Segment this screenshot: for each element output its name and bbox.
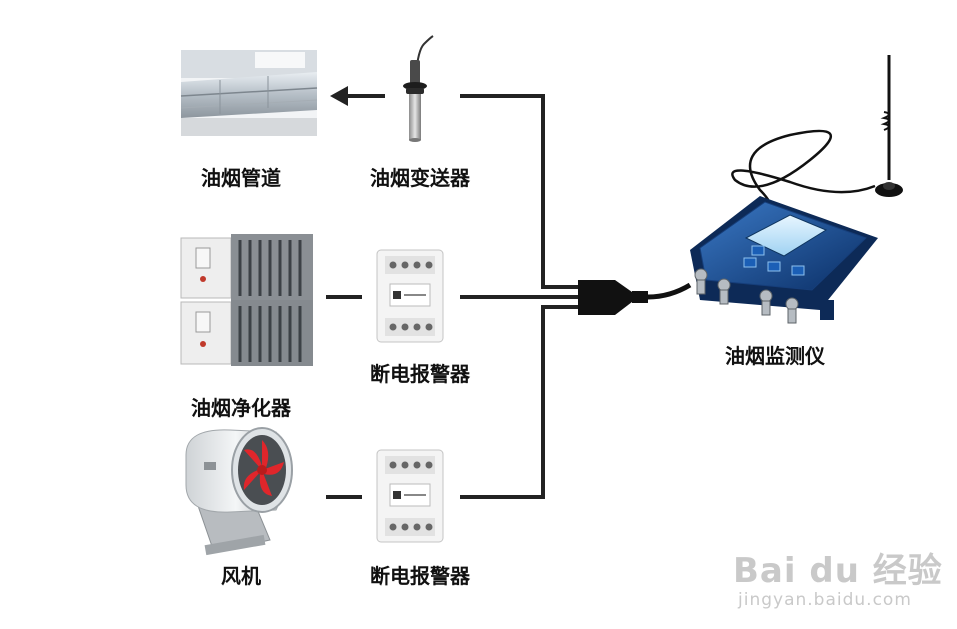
arrow-left-icon [330, 86, 385, 106]
connection-wires [326, 94, 578, 499]
label-power-off-alarm-2: 断电报警器 [370, 564, 470, 588]
oil-smoke-duct-image [180, 50, 318, 136]
label-oil-smoke-purifier: 油烟净化器 [191, 396, 291, 420]
baidu-watermark-url: jingyan.baidu.com [738, 590, 912, 610]
baidu-watermark: Bai du 经验 [733, 551, 943, 591]
label-power-off-alarm-1: 断电报警器 [370, 362, 470, 386]
label-fan: 风机 [221, 564, 261, 588]
label-oil-smoke-duct: 油烟管道 [201, 166, 281, 190]
label-oil-smoke-monitor: 油烟监测仪 [725, 344, 825, 368]
wire-transmitter [460, 94, 578, 289]
power-off-alarm-image-2 [376, 449, 444, 543]
power-off-alarm-image-1 [376, 249, 444, 343]
oil-smoke-transmitter-image [403, 35, 434, 142]
oil-smoke-purifier-image [180, 234, 313, 366]
cable-connector-icon [578, 280, 692, 315]
label-oil-smoke-transmitter: 油烟变送器 [370, 166, 470, 190]
axial-fan-image [185, 427, 293, 556]
oil-smoke-monitor-image [690, 55, 903, 324]
wire-fan [460, 305, 578, 499]
